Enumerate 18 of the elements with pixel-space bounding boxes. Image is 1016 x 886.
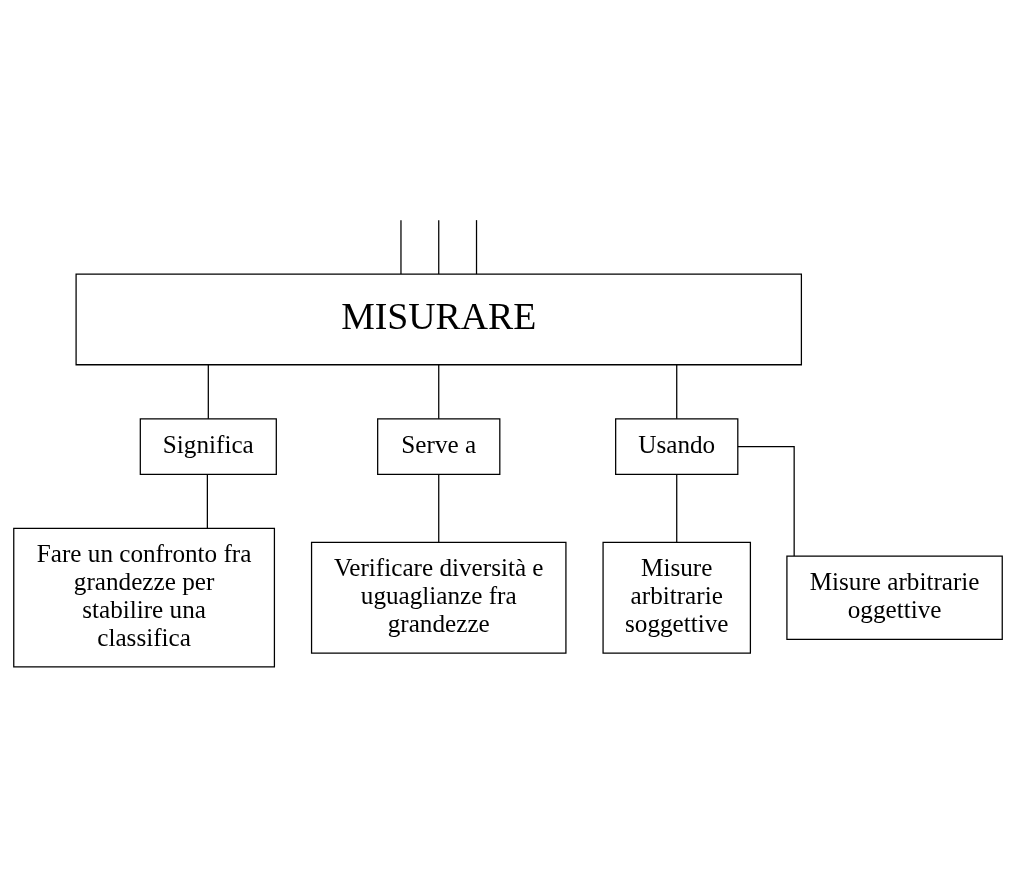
- connector: [207, 364, 209, 420]
- connector: [400, 219, 402, 275]
- connector: [676, 364, 678, 420]
- node-box: Usando: [615, 418, 739, 475]
- connector: [475, 219, 478, 275]
- connector: [206, 473, 208, 529]
- connector: [438, 364, 440, 420]
- node-box: Serve a: [377, 418, 501, 475]
- node-box: Misure arbitrarie soggettive: [602, 541, 752, 654]
- node-box: MISURARE: [75, 273, 803, 366]
- node-box: Fare un confronto fra grandezze per stabilire una classifica: [13, 527, 276, 668]
- node-box: Verificare diversità e uguaglianze fra grandezze: [310, 541, 567, 654]
- connector: [438, 219, 440, 275]
- node-box: Misure arbitrarie oggettive: [786, 555, 1003, 640]
- connector: [737, 445, 795, 557]
- connector: [676, 473, 678, 543]
- node-box: Significa: [139, 418, 277, 475]
- connector: [438, 473, 440, 543]
